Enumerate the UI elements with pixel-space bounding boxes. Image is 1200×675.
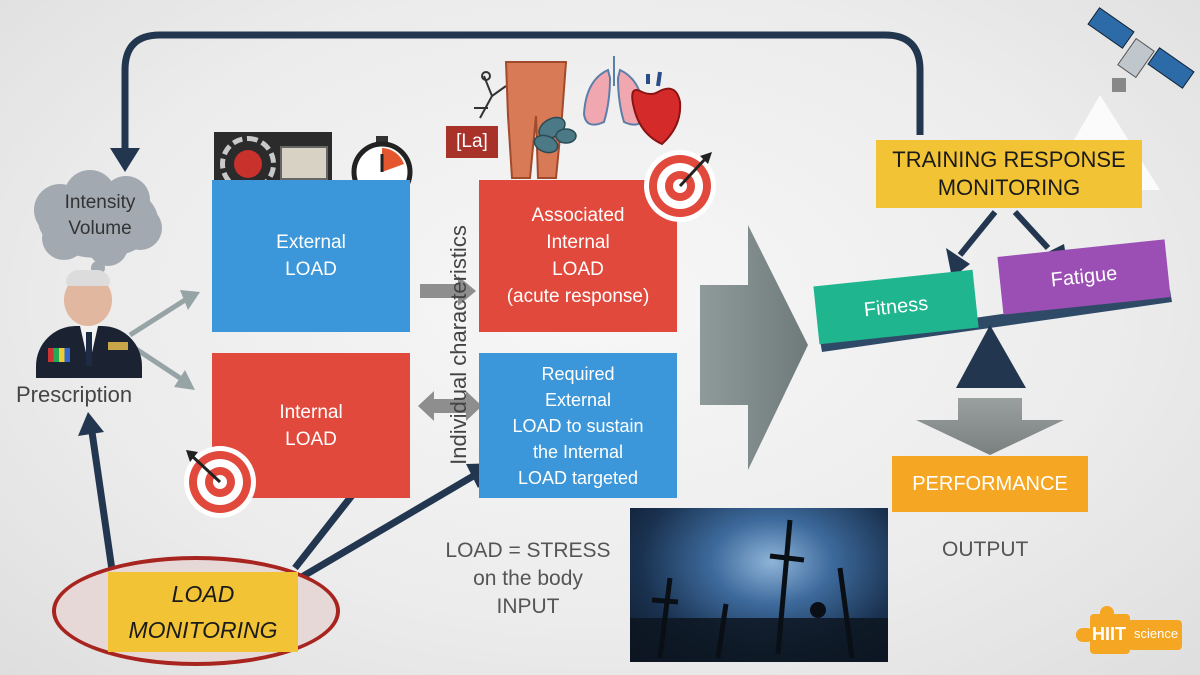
lactate-badge: [La]	[446, 126, 498, 158]
prescription-to-external-arrow	[180, 290, 200, 310]
target-icon-2	[644, 150, 716, 222]
response-to-fitness-arrowhead	[946, 248, 970, 278]
cloud-text: Intensity Volume	[40, 190, 160, 242]
bidirectional-arrow-left	[418, 391, 434, 421]
cloud-volume: Volume	[68, 218, 132, 239]
associated-internal-load-box: Associated Internal LOAD (acute response…	[479, 180, 677, 332]
individual-characteristics-label: Individual characteristics	[446, 225, 471, 465]
external-to-associated-arrow	[458, 276, 476, 306]
prescription-label: Prescription	[16, 382, 133, 407]
big-chevron-arrow	[700, 225, 808, 470]
fatigue-label: Fatigue	[1049, 262, 1119, 291]
battlefield-image	[630, 508, 888, 662]
down-to-performance-arrow	[916, 398, 1064, 455]
required-external-load-box: Required External LOAD to sustain the In…	[479, 353, 677, 498]
seesaw-fulcrum	[956, 325, 1026, 388]
target-icon	[184, 446, 256, 518]
feedback-loop-arrowhead	[110, 148, 140, 172]
external-load-box: External LOAD	[212, 180, 410, 332]
fitness-label: Fitness	[862, 292, 930, 321]
output-label: OUTPUT	[942, 538, 1029, 561]
bidirectional-arrow-right	[466, 391, 482, 421]
prescription-to-internal-arrow	[174, 370, 195, 390]
training-response-box: TRAINING RESPONSE MONITORING	[876, 140, 1142, 208]
logo-sub-text: science	[1134, 626, 1179, 641]
cloud-intensity: Intensity	[64, 192, 136, 213]
load-monitoring-box: LOAD MONITORING	[108, 572, 298, 652]
anatomy-illustration	[462, 56, 682, 184]
performance-box: PERFORMANCE	[892, 456, 1088, 512]
load-stress-label: LOAD = STRESS on the body INPUT	[445, 539, 611, 618]
logo-main-text: HIIT	[1092, 624, 1126, 644]
hiit-science-logo: HIIT science	[1076, 606, 1188, 664]
general-avatar	[36, 270, 142, 378]
feedback-loop-arrow	[121, 31, 924, 150]
thought-cloud	[34, 170, 162, 280]
monitoring-to-prescription-arrowhead	[78, 412, 104, 436]
